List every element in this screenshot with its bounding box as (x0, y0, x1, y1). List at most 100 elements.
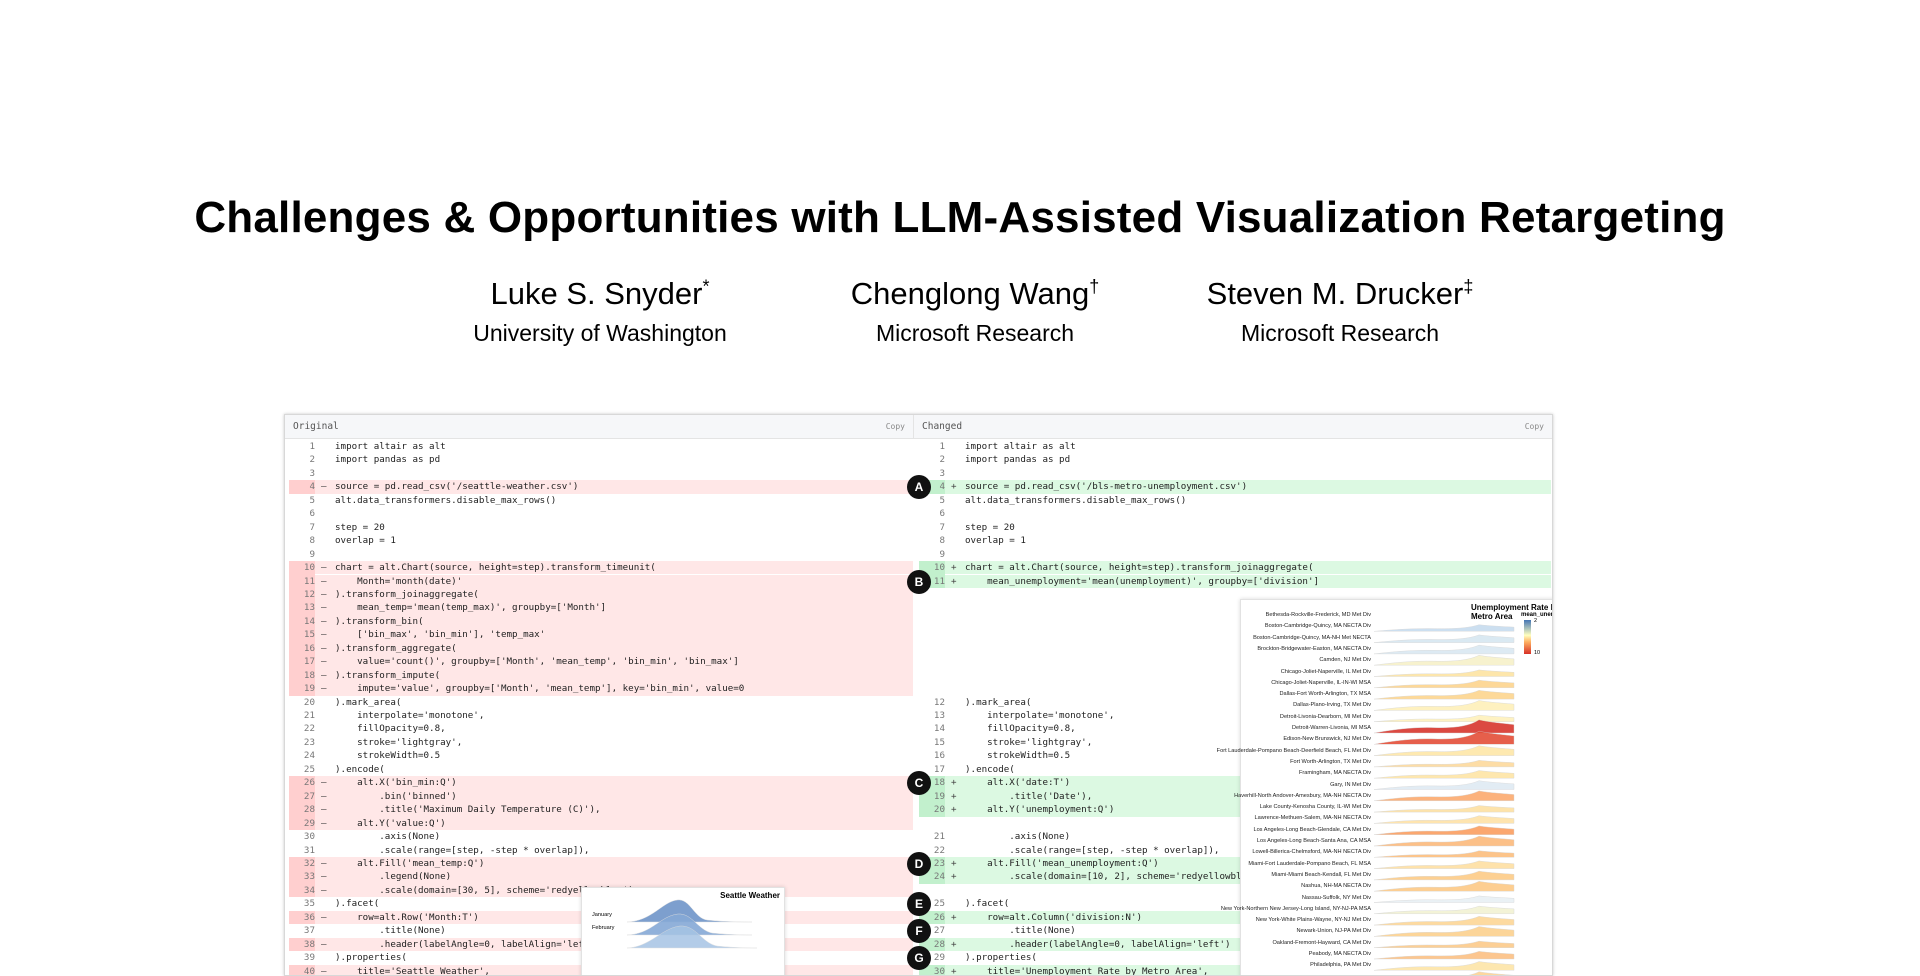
metro-row-label: Nassau-Suffolk, NY Met Div (1301, 894, 1371, 901)
line-number: 12 (933, 696, 945, 708)
metro-ridge-area (1374, 634, 1515, 643)
metro-row-label: Camden, NJ Met Div (1319, 657, 1371, 664)
code-line: 31 .scale(range=[step, -step * overlap])… (289, 844, 913, 857)
line-number: 31 (303, 844, 315, 856)
author-affiliation: Microsoft Research (875, 320, 1075, 346)
code-text: impute='value', groupby=['Month', 'mean_… (335, 683, 745, 695)
metro-ridge-area (1374, 690, 1515, 700)
diff-marker: – (321, 804, 327, 816)
code-text: .axis(None) (335, 831, 441, 843)
line-number: 15 (289, 628, 315, 642)
line-number: 17 (933, 763, 945, 775)
line-number: 13 (933, 710, 945, 721)
code-line: 21 interpolate='monotone', (289, 709, 913, 722)
author-2: Chenglong Wang† Microsoft Research (765, 276, 1185, 347)
metro-ridge-area (1374, 940, 1515, 948)
code-text: interpolate='monotone', (335, 710, 485, 721)
copy-changed-button[interactable]: Copy (1524, 422, 1544, 431)
code-line: 15– ['bin_max', 'bin_min'], 'temp_max' (289, 628, 913, 642)
code-line: 22 fillOpacity=0.8, (289, 722, 913, 735)
line-number: 11 (289, 574, 315, 588)
metro-row-label: Miami-Fort Lauderdale-Pompano Beach, FL … (1248, 860, 1371, 867)
code-text: .scale(range=[step, -step * overlap]), (335, 844, 590, 856)
line-number: 14 (933, 723, 945, 735)
diff-marker: + (951, 871, 957, 883)
code-text: fillOpacity=0.8, (335, 723, 446, 735)
code-line: 17– value='count()', groupby=['Month', '… (289, 655, 913, 669)
code-text: .scale(domain=[10, 2], scheme='redyellow… (965, 871, 1264, 883)
author-mark: † (1089, 276, 1100, 297)
line-number: 30 (303, 831, 315, 843)
code-text: ).transform_bin( (335, 615, 424, 627)
metro-ridge-area (1374, 770, 1515, 779)
paper-title: Challenges & Opportunities with LLM-Assi… (194, 193, 1726, 242)
code-line: 27 .title(None) (919, 924, 1551, 937)
code-text: import altair as alt (965, 441, 1076, 452)
diff-marker: – (321, 965, 327, 976)
code-text: interpolate='monotone', (965, 710, 1115, 721)
diff-marker: + (951, 481, 957, 493)
code-line: 12).mark_area( (919, 696, 1551, 709)
line-number: 7 (939, 521, 945, 533)
metro-row-label: Bethesda-Rockville-Frederick, MD Met Div (1265, 612, 1371, 618)
metro-row-label: New York-White Plains-Wayne, NY-NJ Met D… (1255, 917, 1371, 924)
code-text: ).transform_aggregate( (335, 642, 457, 654)
copy-original-button[interactable]: Copy (885, 422, 905, 431)
metro-row-label: Detroit-Livonia-Dearborn, MI Met Div (1279, 713, 1371, 720)
code-text: import pandas as pd (335, 454, 441, 466)
line-number: 8 (939, 535, 945, 547)
metro-ridge-area (1374, 644, 1515, 655)
code-line: 4+source = pd.read_csv('/bls-metro-unemp… (919, 480, 1551, 494)
code-line: 3 (289, 467, 913, 480)
code-text: .axis(None) (965, 831, 1071, 843)
code-text: alt.Y('value:Q') (335, 817, 446, 829)
changed-pane-header: Changed Copy (913, 415, 1552, 439)
metro-ridge-area (1374, 790, 1515, 801)
diff-marker: + (951, 790, 957, 802)
unemployment-ridgeline (1374, 624, 1515, 975)
annotation-badge: G (907, 946, 931, 971)
metro-ridge-area (1468, 971, 1513, 975)
metro-ridge-area (1374, 860, 1515, 869)
code-text: alt.X('bin_min:Q') (335, 777, 457, 789)
diff-marker: – (321, 575, 327, 587)
code-line: 14–).transform_bin( (289, 614, 913, 629)
code-text: .title('Maximum Daily Temperature (C)'), (335, 804, 601, 816)
code-line: 27– .bin('binned') (289, 789, 913, 804)
code-text: .scale(domain=[30, 5], scheme='redyellow… (335, 884, 634, 896)
metro-ridge-area (1374, 760, 1515, 768)
diff-marker: – (321, 857, 327, 869)
annotation-badge: F (907, 919, 931, 944)
code-text: chart = alt.Chart(source, height=step).t… (335, 562, 656, 574)
line-number: 9 (939, 548, 945, 560)
code-text: ).encode( (965, 763, 1015, 775)
diff-marker: – (321, 683, 327, 695)
code-line: 37 .title(None) (289, 924, 913, 937)
diff-marker: + (951, 562, 957, 574)
code-line: 11+ mean_unemployment='mean(unemployment… (919, 574, 1551, 588)
code-text: alt.data_transformers.disable_max_rows() (335, 494, 557, 506)
metro-row-label: Chicago-Joliet-Naperville, IL-IN-WI MSA (1271, 679, 1371, 686)
code-line: 10+chart = alt.Chart(source, height=step… (919, 561, 1551, 575)
code-line: 21 .axis(None) (919, 830, 1551, 843)
diff-marker: + (951, 575, 957, 587)
line-number: 2 (309, 454, 315, 466)
code-line: 23 stroke='lightgray', (289, 736, 913, 749)
metro-row-label: Miami-Miami Beach-Kendall, FL Met Div (1271, 871, 1371, 878)
diff-marker: – (321, 629, 327, 641)
line-number: 29 (933, 952, 945, 964)
code-text: ).encode( (335, 763, 385, 775)
code-line: 10–chart = alt.Chart(source, height=step… (289, 561, 913, 575)
line-number: 27 (289, 789, 315, 804)
original-pane-header: Original Copy (285, 415, 913, 439)
code-line: 32– alt.Fill('mean_temp:Q') (289, 856, 913, 871)
metro-ridge-area (1374, 815, 1515, 824)
annotation-badge: D (907, 851, 931, 876)
metro-row-label: Dallas-Fort Worth-Arlington, TX MSA (1279, 691, 1372, 698)
metro-ridge-area (1374, 926, 1515, 937)
code-line: 25).facet( (919, 897, 1551, 910)
diff-marker: – (321, 938, 327, 950)
